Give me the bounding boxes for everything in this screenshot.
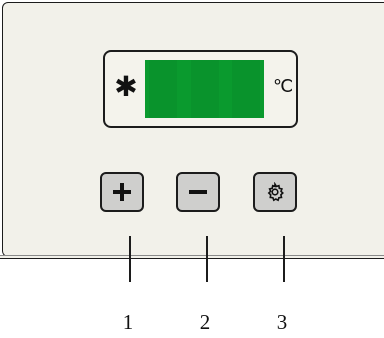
settings-button[interactable]: [253, 172, 297, 212]
callout-line-2: [206, 236, 208, 282]
callout-label-3: 3: [276, 310, 288, 334]
decrease-button[interactable]: [176, 172, 220, 212]
increase-button[interactable]: [100, 172, 144, 212]
lcd-digit: [191, 60, 219, 118]
lcd-digit: [232, 60, 260, 118]
plus-icon: [113, 183, 131, 201]
control-panel: ✱ ℃: [2, 2, 384, 257]
temperature-unit-label: ℃: [273, 76, 294, 96]
callout-label-2: 2: [199, 310, 211, 334]
callout-label-1: 1: [122, 310, 134, 334]
temperature-display: ✱ ℃: [103, 50, 298, 128]
lcd-digit: [149, 60, 177, 118]
callout-line-3: [283, 236, 285, 282]
lcd-screen: [145, 60, 264, 118]
gear-icon: [267, 182, 284, 202]
minus-icon: [189, 190, 207, 194]
snowflake-icon: ✱: [114, 70, 138, 103]
callout-line-1: [129, 236, 131, 282]
panel-base-edge: [0, 255, 384, 259]
